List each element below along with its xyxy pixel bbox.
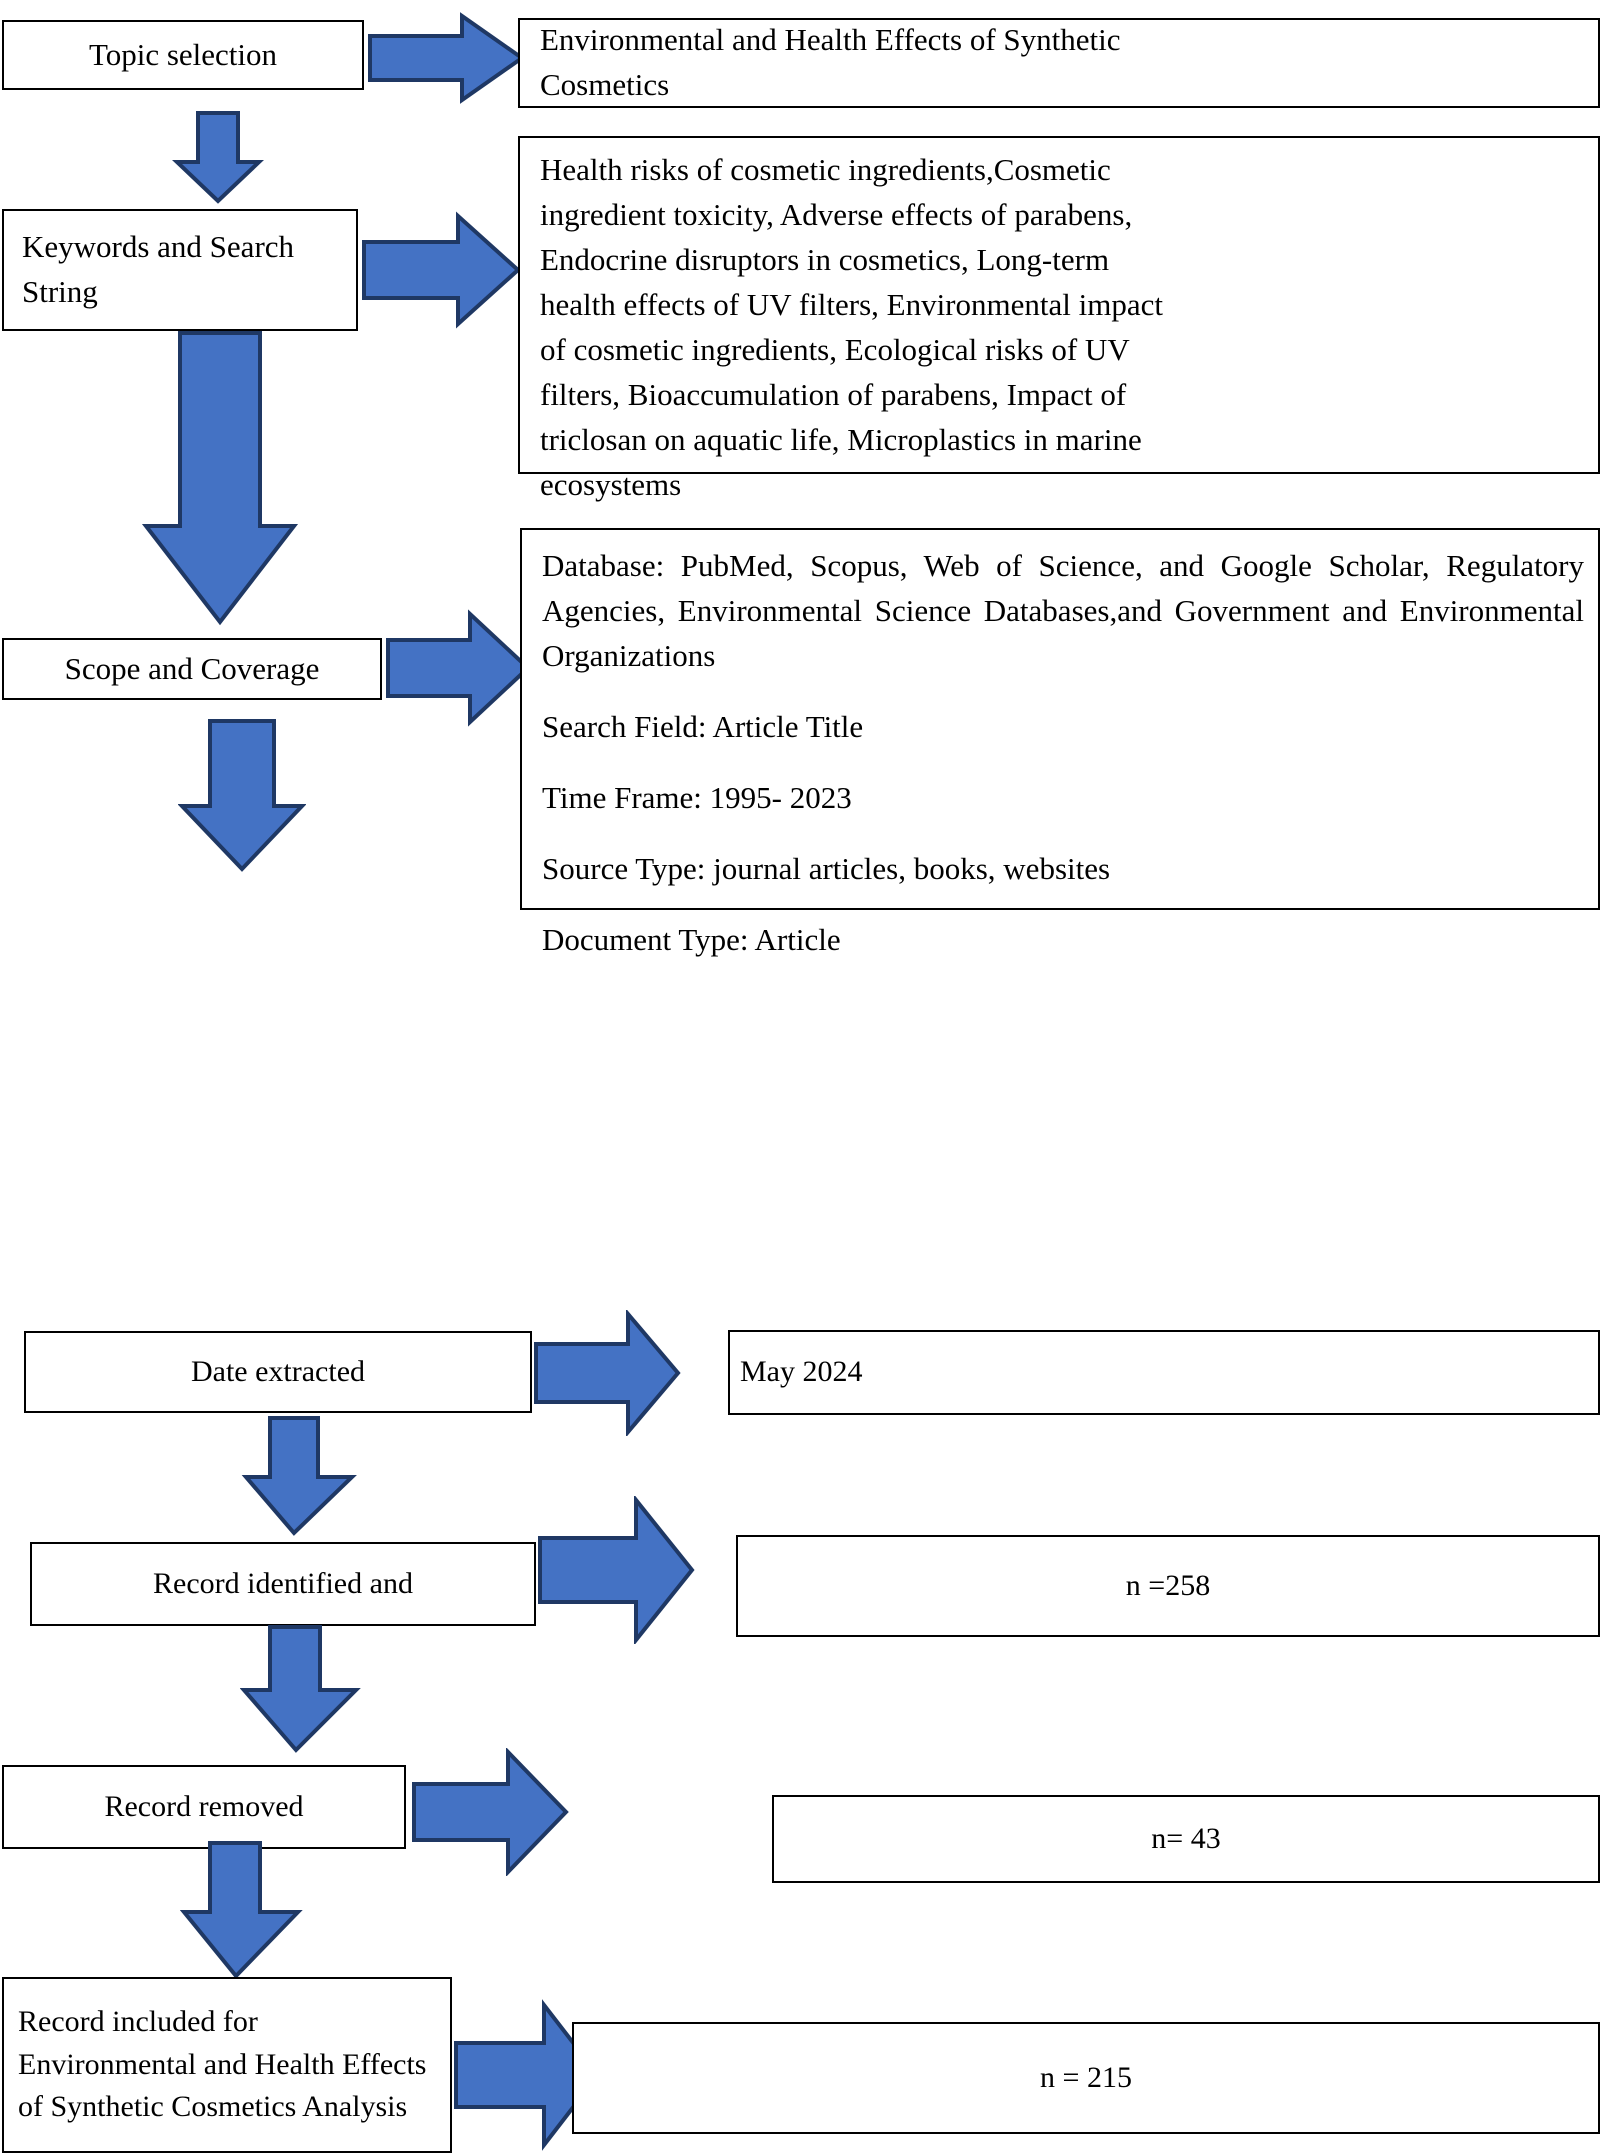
down-arrow-icon [240, 1624, 368, 1754]
result-line: Health risks of cosmetic ingredients,Cos… [540, 152, 1111, 187]
right-arrow-icon [410, 1748, 570, 1876]
step-box-topic-selection: Topic selection [2, 20, 364, 90]
right-arrow-icon [366, 12, 526, 104]
result-box-date-extracted: May 2024 [728, 1330, 1600, 1415]
result-line: ingredient toxicity, Adverse effects of … [540, 196, 1133, 232]
down-arrow-icon [140, 330, 300, 626]
step-box-keywords-and-search-string: Keywords and Search String [2, 209, 358, 331]
step-label-record-removed: Record removed [104, 1789, 304, 1823]
step-label-date-extracted: Date extracted [190, 1354, 366, 1388]
result-line: of cosmetic ingredients, Ecological risk… [540, 331, 1130, 367]
step-label-record-identified: Record identified and [153, 1566, 413, 1600]
result-text-scope-and-coverage: Database: PubMed, Scopus, Web of Science… [522, 530, 1598, 957]
step-box-record-identified: Record identified and [30, 1542, 536, 1626]
step-label-line: Keywords and Search [22, 229, 295, 265]
step-box-record-removed: Record removed [2, 1765, 406, 1849]
result-text-topic-selection: Environmental and Health Effects of Synt… [520, 20, 1598, 106]
result-box-topic-selection: Environmental and Health Effects of Synt… [518, 18, 1600, 108]
step-label-topic-selection: Topic selection [88, 36, 278, 72]
right-arrow-icon [536, 1496, 696, 1644]
result-line: Endocrine disruptors in cosmetics, Long-… [540, 241, 1110, 277]
result-line: triclosan on aquatic life, Microplastics… [540, 421, 1142, 457]
result-line: ecosystems [540, 466, 682, 502]
result-line: health effects of UV filters, Environmen… [540, 286, 1163, 322]
step-label-record-included: Record included for Environmental and He… [4, 1979, 450, 2151]
step-box-scope-and-coverage: Scope and Coverage [2, 638, 382, 700]
result-paragraph: Document Type: Article [542, 921, 841, 957]
result-text-record-identified: n =258 [1125, 1568, 1211, 1602]
down-arrow-icon [180, 1840, 308, 1980]
right-arrow-icon [360, 210, 522, 330]
result-line: Cosmetics [540, 67, 670, 102]
result-box-record-included: n = 215 [572, 2022, 1600, 2134]
down-arrow-icon [178, 718, 306, 873]
step-label-line: Environmental and Health Effects [18, 2047, 427, 2081]
result-paragraph: Database: PubMed, Scopus, Web of Science… [542, 548, 1584, 673]
result-text-date-extracted: May 2024 [740, 1355, 863, 1389]
result-line: Environmental and Health Effects of Synt… [540, 22, 1121, 58]
step-box-record-included: Record included for Environmental and He… [2, 1977, 452, 2153]
step-label-keywords-and-search-string: Keywords and Search String [4, 211, 356, 329]
step-label-scope-and-coverage: Scope and Coverage [64, 650, 320, 686]
right-arrow-icon [384, 608, 532, 728]
result-line: filters, Bioaccumulation of parabens, Im… [540, 376, 1127, 412]
result-box-scope-and-coverage: Database: PubMed, Scopus, Web of Science… [520, 528, 1600, 957]
right-arrow-icon [532, 1310, 682, 1436]
step-label-line: String [22, 274, 98, 309]
result-text-keywords-and-search-string: Health risks of cosmetic ingredients,Cos… [520, 138, 1598, 502]
step-label-line: Record included for [18, 2005, 258, 2039]
step-label-line: of Synthetic Cosmetics Analysis [18, 2090, 408, 2124]
down-arrow-icon [172, 110, 264, 205]
down-arrow-icon [240, 1415, 362, 1537]
result-paragraph: Source Type: journal articles, books, we… [542, 850, 1111, 886]
right-arrow-icon [452, 1995, 602, 2153]
step-box-date-extracted: Date extracted [24, 1331, 532, 1413]
result-box-record-removed: n= 43 [772, 1795, 1600, 1883]
result-text-record-included: n = 215 [1040, 2060, 1132, 2094]
result-box-record-identified: n =258 [736, 1535, 1600, 1637]
result-paragraph: Time Frame: 1995- 2023 [542, 779, 852, 815]
result-paragraph: Search Field: Article Title [542, 708, 864, 744]
result-text-record-removed: n= 43 [1151, 1821, 1221, 1855]
result-box-keywords-and-search-string: Health risks of cosmetic ingredients,Cos… [518, 136, 1600, 502]
